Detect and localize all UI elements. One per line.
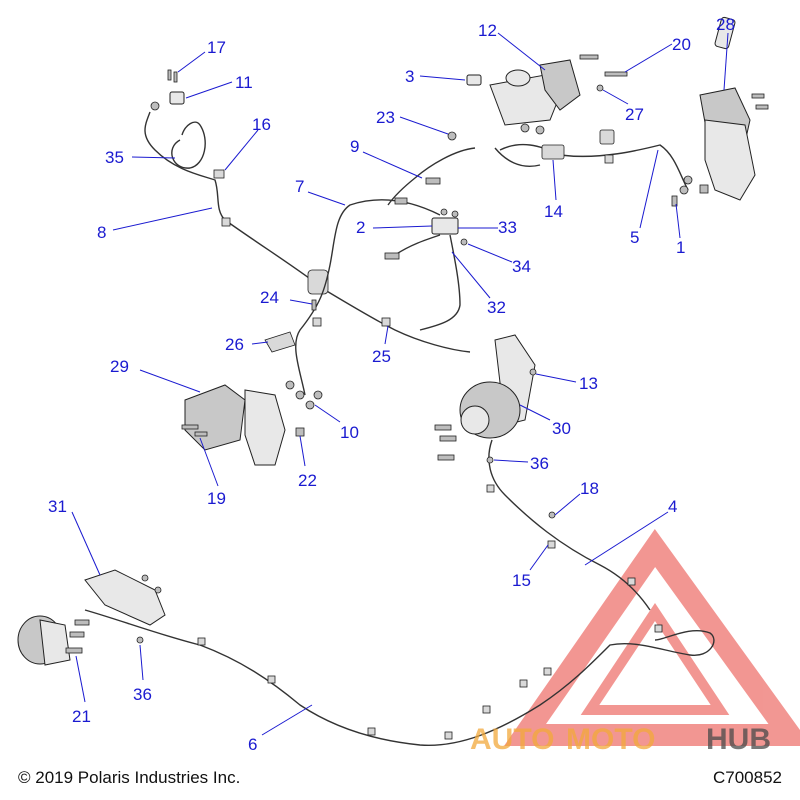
diagram-code: C700852 [712, 768, 782, 787]
callout-4: 4 [668, 497, 677, 516]
copyright-text: © 2019 Polaris Industries Inc. [18, 768, 241, 787]
callout-12: 12 [478, 21, 497, 40]
front-right-hose [494, 129, 693, 207]
callout-25: 25 [372, 347, 391, 366]
leader-lines [71, 32, 729, 736]
callout-7: 7 [295, 177, 304, 196]
callout-27: 27 [625, 105, 644, 124]
callout-24: 24 [260, 288, 279, 307]
rear-caliper-assembly [434, 334, 651, 611]
callout-2: 2 [356, 218, 365, 237]
watermark-text: AUTO MOTO HUB [470, 723, 771, 756]
watermark-auto: AUTO [470, 723, 554, 756]
callout-17: 17 [207, 38, 226, 57]
watermark-logo [503, 528, 800, 746]
callout-32: 32 [487, 298, 506, 317]
callout-16: 16 [252, 115, 271, 134]
front-hose-9 [387, 131, 476, 206]
callout-14: 14 [544, 202, 563, 221]
front-right-caliper [699, 16, 769, 201]
callout-15: 15 [512, 571, 531, 590]
callout-6: 6 [248, 735, 257, 754]
callout-30: 30 [552, 419, 571, 438]
watermark-hub: HUB [706, 723, 771, 756]
rear-long-hose [84, 456, 715, 747]
callout-labels: 17 11 16 35 8 7 9 23 3 12 20 27 28 14 5 … [48, 15, 735, 754]
callout-9: 9 [350, 137, 359, 156]
front-left-hose-assembly [144, 69, 471, 353]
callout-1: 1 [676, 238, 685, 257]
callout-36: 36 [530, 454, 549, 473]
callout-21: 21 [72, 707, 91, 726]
callout-26: 26 [225, 335, 244, 354]
callout-34: 34 [512, 257, 531, 276]
callout-31: 31 [48, 497, 67, 516]
callout-8: 8 [97, 223, 106, 242]
callout-18: 18 [580, 479, 599, 498]
callout-13: 13 [579, 374, 598, 393]
front-left-caliper [181, 299, 323, 466]
callout-33: 33 [498, 218, 517, 237]
callout-29: 29 [110, 357, 129, 376]
callout-5: 5 [630, 228, 639, 247]
junction-block [384, 208, 468, 331]
callout-36-rear: 36 [133, 685, 152, 704]
callout-28: 28 [716, 15, 735, 34]
callout-3: 3 [405, 67, 414, 86]
rear-left-caliper [17, 569, 166, 666]
front-hose-7 [295, 199, 441, 396]
callout-10: 10 [340, 423, 359, 442]
callout-19: 19 [207, 489, 226, 508]
callout-35: 35 [105, 148, 124, 167]
watermark-moto: MOTO [566, 723, 655, 756]
callout-22: 22 [298, 471, 317, 490]
callout-20: 20 [672, 35, 691, 54]
master-cylinder [466, 54, 628, 135]
callout-11: 11 [235, 73, 253, 92]
callout-23: 23 [376, 108, 395, 127]
